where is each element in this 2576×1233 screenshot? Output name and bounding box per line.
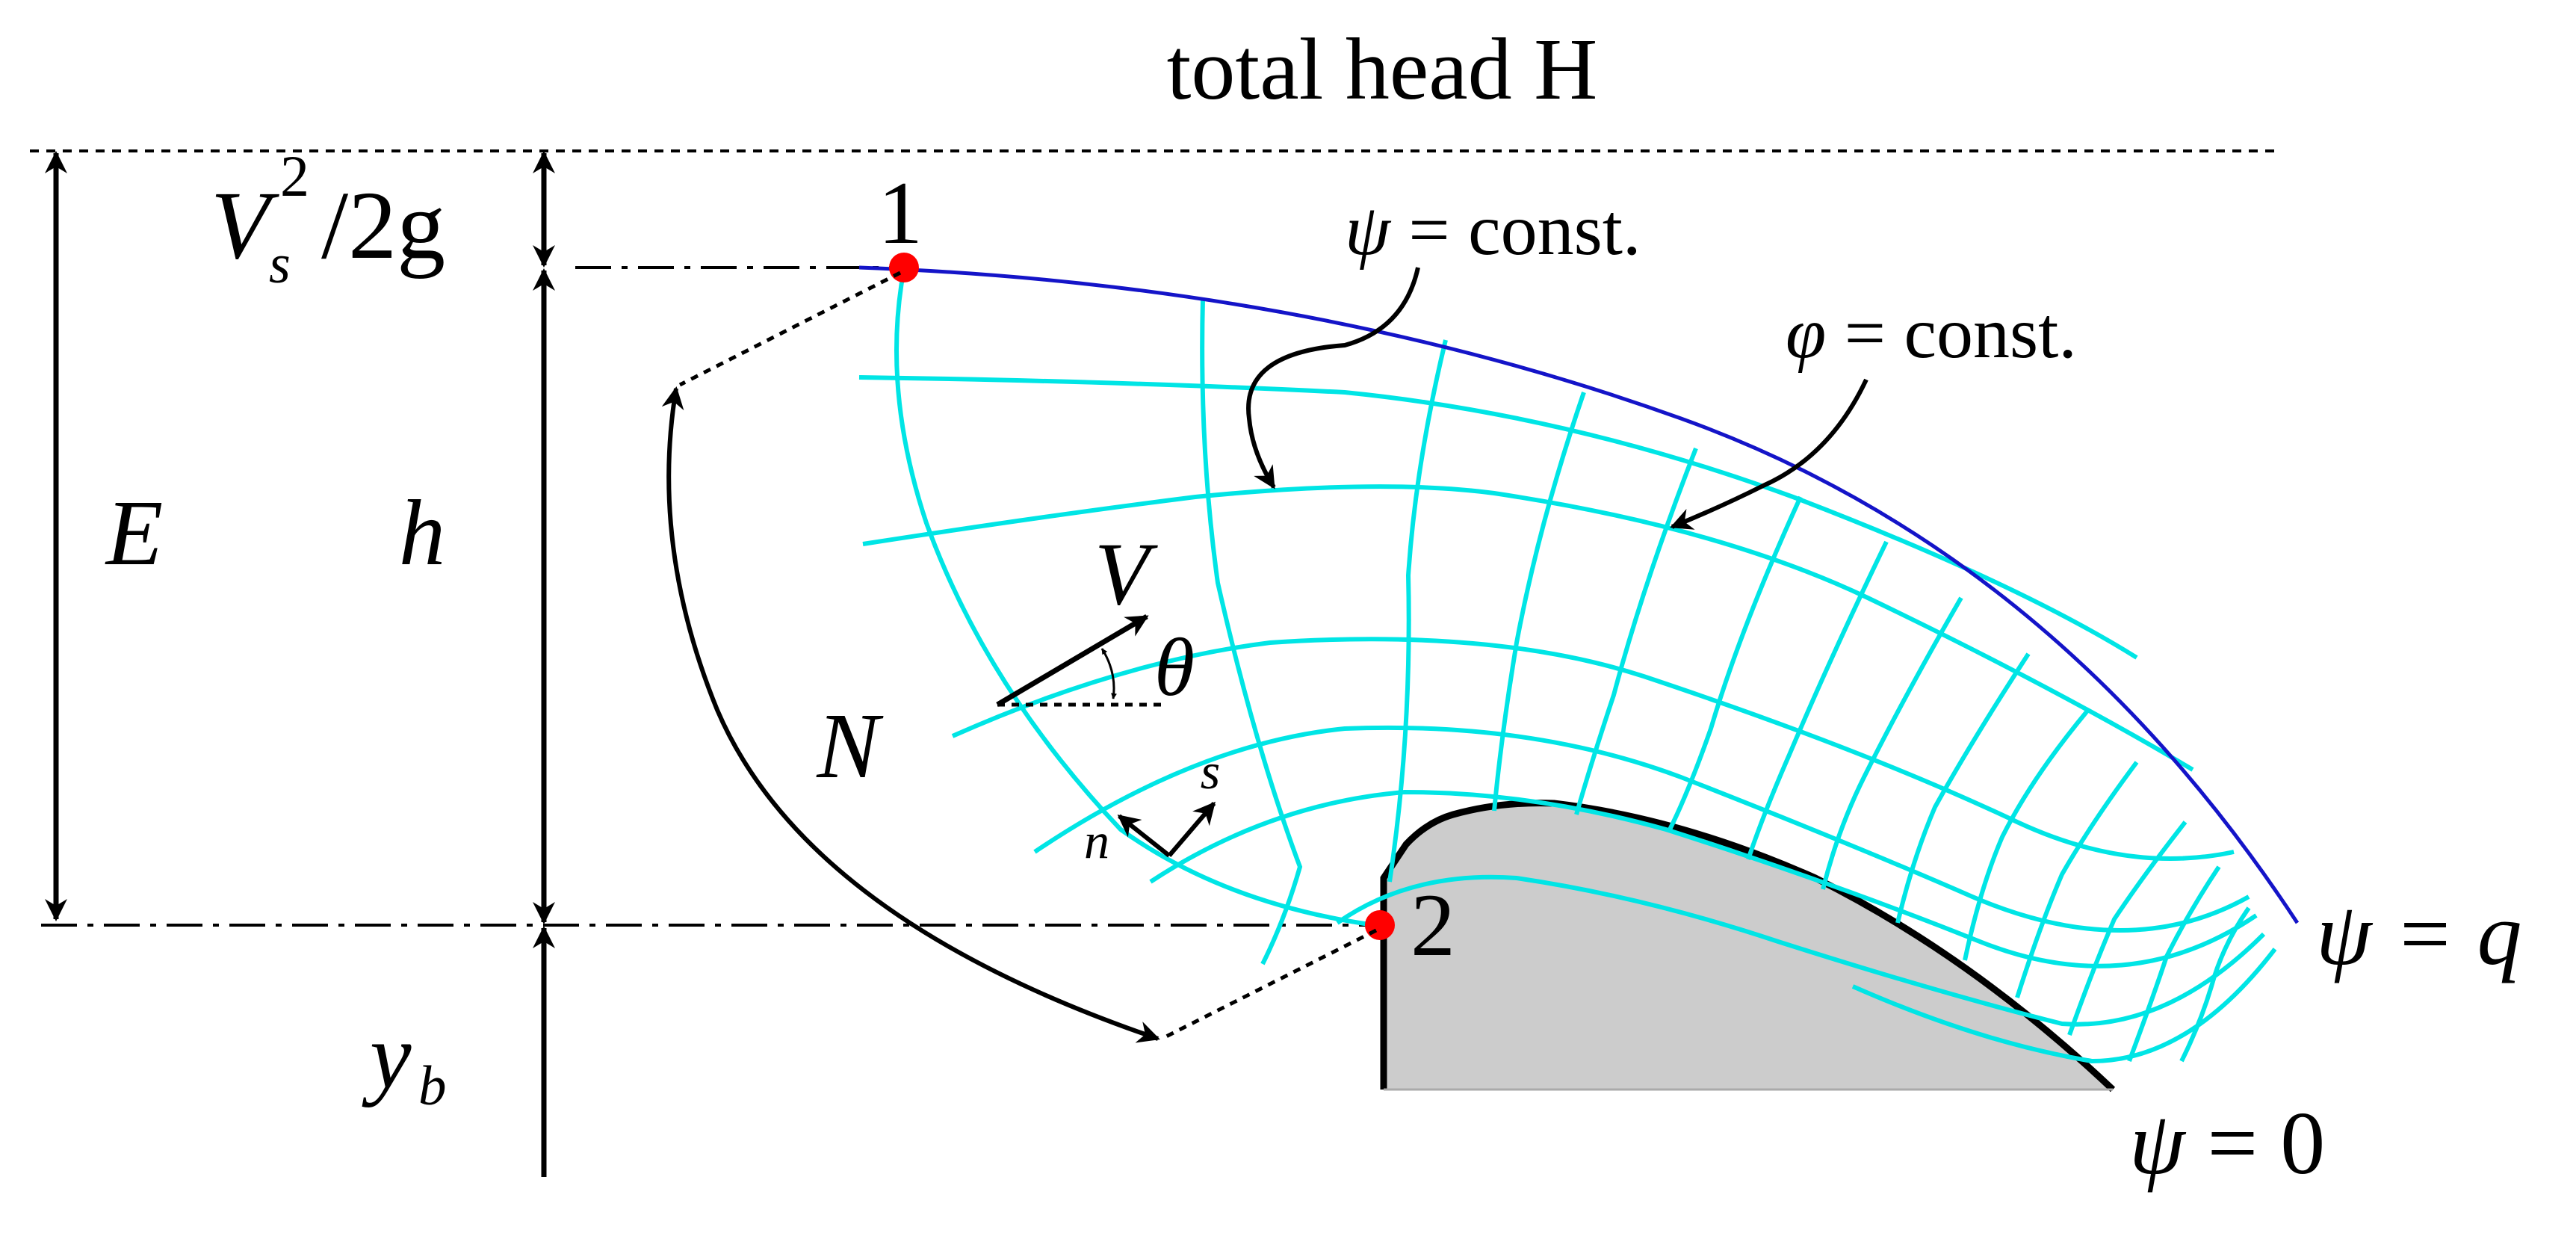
h-label: h (399, 482, 446, 585)
svg-text:y: y (362, 1005, 412, 1108)
n-label: n (1084, 812, 1109, 869)
N-label: N (816, 695, 884, 798)
E-label: E (105, 482, 163, 585)
V-label: V (1095, 524, 1158, 623)
svg-text:/2g: /2g (321, 172, 445, 279)
psi-const-label: ψ = const. (1345, 190, 1641, 271)
velocity-vector (996, 614, 1149, 708)
theta-arc (1100, 648, 1117, 699)
svg-text:2: 2 (280, 143, 309, 208)
s-axis-arrow (1167, 801, 1216, 857)
phi-const-label: φ = const. (1786, 293, 2077, 374)
point-2-marker (1365, 910, 1395, 940)
point-2-label: 2 (1411, 875, 1455, 974)
n-axis-arrow (1117, 814, 1171, 858)
psi-const-pointer (1246, 267, 1420, 489)
svg-text:V: V (211, 172, 279, 279)
weir-body (1384, 803, 2113, 1090)
s-label: s (1201, 743, 1220, 800)
title: total head H (1167, 20, 1598, 118)
N-arc-arrow (661, 386, 1160, 1043)
free-surface-line (858, 265, 2300, 924)
psi-q-label: ψ = q (2316, 884, 2522, 983)
N-connector-top (678, 271, 902, 387)
psi-0-label: ψ = 0 (2129, 1093, 2325, 1193)
phi-const-pointer (1670, 378, 1868, 530)
velocity-head-label: V 2 s /2g (211, 143, 445, 295)
theta-label: θ (1154, 622, 1195, 713)
svg-text:b: b (418, 1055, 447, 1117)
point-1-label: 1 (878, 163, 923, 262)
N-connector-bottom (1160, 928, 1378, 1041)
svg-text:s: s (269, 234, 291, 295)
yb-label: y b (362, 1005, 447, 1117)
